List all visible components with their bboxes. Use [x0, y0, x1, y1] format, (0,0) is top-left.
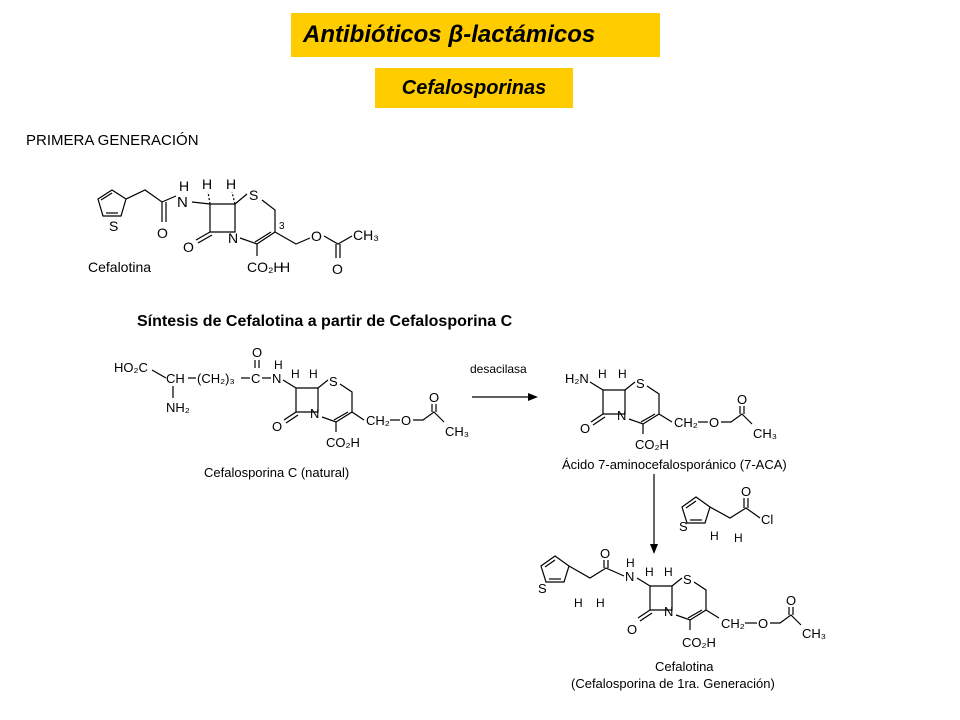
group-h2n: H₂N — [565, 371, 589, 386]
group-ch2: CH₂ — [674, 415, 698, 430]
atom-s: S — [109, 218, 118, 234]
atom-h: H — [274, 358, 283, 372]
atom-s: S — [636, 376, 645, 391]
synthesis-title: Síntesis de Cefalotina a partir de Cefal… — [137, 313, 513, 330]
generation-label: PRIMERA GENERACIÓN — [26, 132, 199, 149]
atom-o: O — [311, 228, 322, 244]
group-ch: CH — [166, 371, 185, 386]
atom-h: H — [626, 556, 635, 570]
group-co2h: CO₂H — [682, 635, 716, 650]
page-title: Antibióticos β-lactámicos — [303, 21, 596, 48]
atom-n: N — [310, 406, 319, 421]
group-ch3: CH₃ — [445, 424, 469, 439]
atom-h: H — [645, 565, 654, 579]
atom-o: O — [252, 345, 262, 360]
atom-n: N — [617, 408, 626, 423]
atom-cl: Cl — [761, 512, 773, 527]
title-banner: Antibióticos β-lactámicos — [291, 13, 660, 57]
atom-o: O — [600, 546, 610, 561]
atom-h: H — [280, 259, 290, 275]
atom-o: O — [332, 261, 343, 277]
seven-aca-structure: H₂N O N H H S CO₂H CH₂ O O CH₃ Ácido 7-a… — [562, 367, 787, 472]
group-nh2: NH₂ — [166, 400, 190, 415]
atom-h: H — [226, 176, 236, 192]
atom-o: O — [627, 622, 637, 637]
atom-s: S — [329, 374, 338, 389]
atom-o: O — [401, 413, 411, 428]
atom-s: S — [538, 581, 547, 596]
caption-cefalotina-final-sub: (Cefalosporina de 1ra. Generación) — [571, 676, 775, 691]
cefalotina-structure-top: S O N H O N H H S 3 CO₂H H O O CH₃ — [88, 176, 379, 277]
group-co2h: CO₂H — [247, 259, 284, 275]
group-ch3: CH₃ — [353, 227, 379, 243]
subtitle-banner: Cefalosporinas — [375, 68, 573, 108]
group-ch2n: (CH₂)₃ — [197, 371, 235, 386]
group-ch3: CH₃ — [753, 426, 777, 441]
atom-h: H — [598, 367, 607, 381]
atom-o: O — [737, 392, 747, 407]
caption-cefalotina-top: Cefalotina — [88, 259, 151, 275]
atom-o: O — [758, 616, 768, 631]
atom-o: O — [709, 415, 719, 430]
atom-o: O — [183, 239, 194, 255]
atom-h: H — [574, 596, 583, 610]
atom-n: N — [664, 604, 673, 619]
atom-h: H — [179, 178, 189, 194]
group-ch3: CH₃ — [802, 626, 826, 641]
atom-h: H — [202, 176, 212, 192]
atom-n: N — [228, 230, 238, 246]
page-subtitle: Cefalosporinas — [401, 76, 547, 99]
atom-h: H — [596, 596, 605, 610]
group-ch2: CH₂ — [721, 616, 745, 631]
atom-c: C — [251, 371, 260, 386]
atom-n: N — [177, 194, 188, 211]
caption-cefalotina-final: Cefalotina — [655, 659, 714, 674]
atom-h: H — [664, 565, 673, 579]
position-3: 3 — [279, 221, 285, 232]
atom-s: S — [683, 572, 692, 587]
atom-o: O — [580, 421, 590, 436]
atom-s: S — [249, 187, 258, 203]
thienylacetyl-chloride-structure: S O Cl H H — [679, 484, 773, 545]
caption-cephalosporin-c: Cefalosporina C (natural) — [204, 465, 349, 480]
reaction-arrow-down — [650, 474, 658, 554]
group-ho2c: HO₂C — [114, 360, 148, 375]
atom-o: O — [157, 225, 168, 241]
atom-o: O — [741, 484, 751, 499]
group-co2h: CO₂H — [326, 435, 360, 450]
reaction-arrow-desacilasa: desacilasa — [470, 362, 538, 401]
atom-h: H — [291, 367, 300, 381]
atom-o: O — [429, 390, 439, 405]
atom-n: N — [272, 371, 281, 386]
atom-h: H — [309, 367, 318, 381]
caption-7aca: Ácido 7-aminocefalosporánico (7-ACA) — [562, 457, 787, 472]
atom-h: H — [618, 367, 627, 381]
atom-o: O — [786, 593, 796, 608]
cefalotina-structure-final: S O H H N H O N H H S CO₂H CH₂ O O CH₃ C… — [538, 546, 826, 691]
group-co2h: CO₂H — [635, 437, 669, 452]
atom-s: S — [679, 519, 688, 534]
atom-h: H — [734, 531, 743, 545]
atom-h: H — [710, 529, 719, 543]
cephalosporin-c-structure: HO₂C CH NH₂ (CH₂)₃ C O N H O N H H S CO₂… — [114, 345, 469, 480]
atom-n: N — [625, 569, 634, 584]
enzyme-label: desacilasa — [470, 362, 527, 376]
group-ch2: CH₂ — [366, 413, 390, 428]
atom-o: O — [272, 419, 282, 434]
